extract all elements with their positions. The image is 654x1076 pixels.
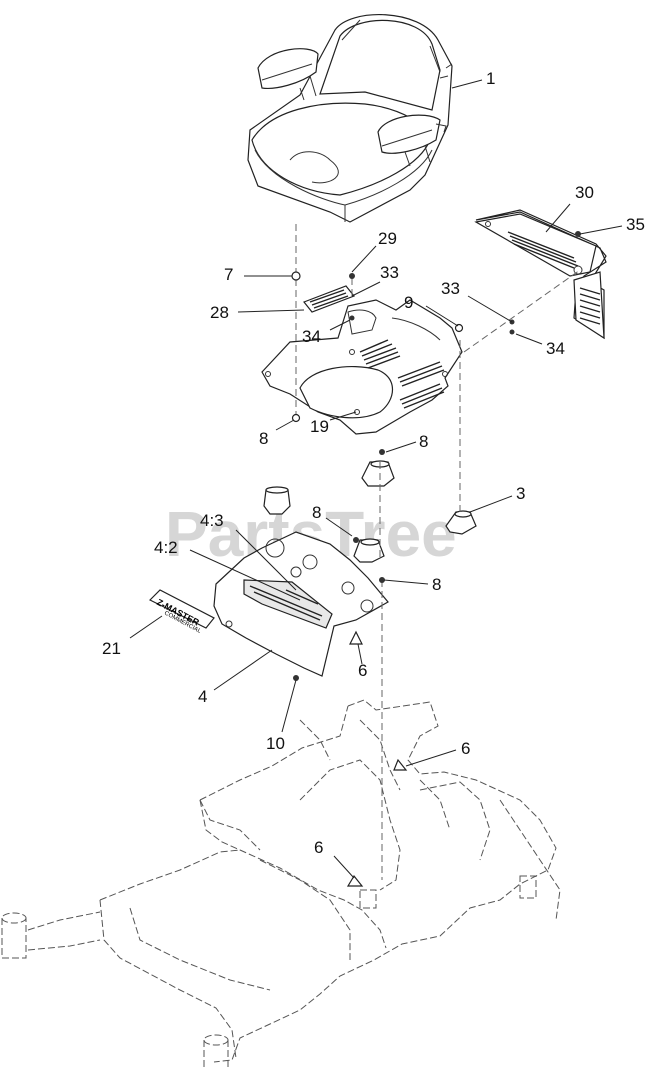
- callout-35: 35: [626, 215, 645, 234]
- callout-9: 9: [404, 293, 413, 312]
- callout-4-3: 4:3: [200, 511, 224, 530]
- isolator-mount-left: [263, 486, 291, 515]
- callout-6-a: 6: [358, 661, 367, 680]
- callout-33-left: 33: [380, 263, 399, 282]
- callout-28: 28: [210, 303, 229, 322]
- callout-1: 1: [486, 69, 495, 88]
- callout-labels: 1 30 35 29 7 33 33 9 28 34 34 8 19 8 3 4…: [102, 69, 645, 857]
- callout-3: 3: [516, 484, 525, 503]
- small-grille-plate: [303, 285, 355, 313]
- rear-grille-panel: [474, 209, 607, 340]
- hardware-fasteners: [291, 231, 581, 887]
- isolator-mount-right: [445, 510, 477, 535]
- callout-30: 30: [575, 183, 594, 202]
- callout-7: 7: [224, 265, 233, 284]
- seat-plate: [261, 299, 463, 435]
- callout-34-left: 34: [302, 327, 321, 346]
- seat-assembly: [247, 14, 453, 223]
- console-mount-panel: [213, 531, 389, 677]
- leader-lines: [129, 79, 623, 879]
- callout-6-c: 6: [314, 838, 323, 857]
- mower-frame: [1, 699, 561, 1070]
- alignment-lines: [295, 224, 581, 880]
- isolator-mount-mid: [353, 537, 385, 563]
- seat-plate-grille-left: [359, 339, 401, 369]
- callout-4-2: 4:2: [154, 538, 178, 557]
- seat-plate-grille-right: [397, 361, 445, 409]
- callout-29: 29: [378, 229, 397, 248]
- callout-6-b: 6: [461, 739, 470, 758]
- callout-8-c: 8: [312, 503, 321, 522]
- callout-8-d: 8: [432, 575, 441, 594]
- callout-21: 21: [102, 639, 121, 658]
- isolator-mount-top: [361, 449, 395, 487]
- rear-panel-grille: [507, 231, 601, 325]
- callout-10: 10: [266, 734, 285, 753]
- zmaster-decal: Z-MASTER COMMERCIAL: [148, 589, 215, 635]
- callout-34-right: 34: [546, 339, 565, 358]
- callout-33-right: 33: [441, 279, 460, 298]
- console-decal: [243, 579, 333, 629]
- callout-8-a: 8: [259, 429, 268, 448]
- callout-8-b: 8: [419, 432, 428, 451]
- callout-4: 4: [198, 687, 207, 706]
- callout-19: 19: [310, 417, 329, 436]
